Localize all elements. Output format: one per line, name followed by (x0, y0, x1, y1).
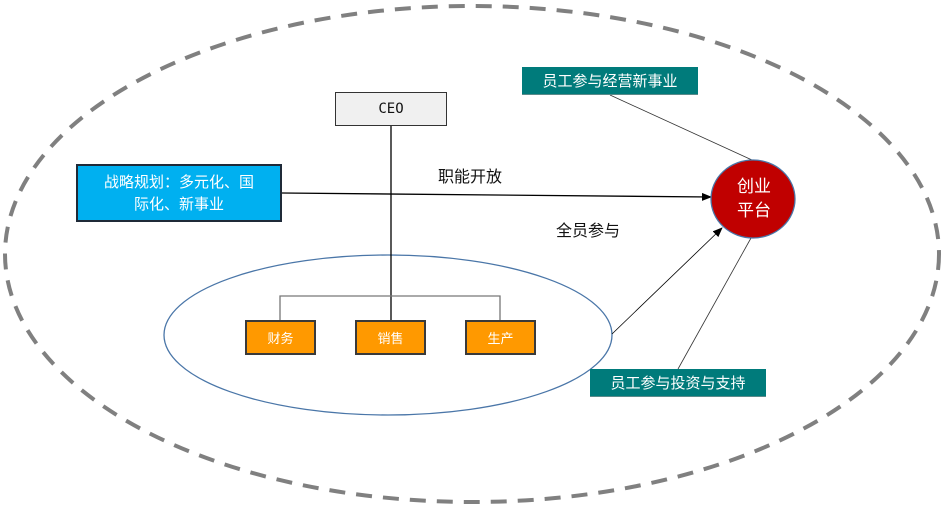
ceo-box: CEO (335, 92, 447, 126)
department-bracket (279, 295, 501, 320)
platform-circle (710, 159, 796, 239)
department-production: 生产 (465, 320, 536, 355)
department-label: 财务 (267, 332, 294, 347)
strategy-line-1: 战略规划：多元化、国 (103, 173, 254, 191)
new-business-connector (609, 94, 753, 161)
invest-support-connector (677, 237, 752, 370)
new-business-label: 员工参与经营新事业 (542, 72, 678, 90)
platform-line-1: 创业 (737, 177, 771, 197)
platform-label: 创业 平台 (711, 160, 797, 238)
department-finance: 财务 (245, 320, 316, 355)
department-group-ellipse (163, 254, 613, 416)
new-business-box: 员工参与经营新事业 (522, 67, 698, 95)
ceo-label: CEO (378, 101, 404, 117)
invest-support-box: 员工参与投资与支持 (590, 369, 766, 397)
function-open-arrow (281, 192, 712, 201)
strategy-box: 战略规划：多元化、国 际化、新事业 (76, 164, 282, 222)
function-open-label: 职能开放 (438, 167, 503, 186)
invest-support-label: 员工参与投资与支持 (610, 374, 746, 392)
strategy-line-2: 际化、新事业 (133, 195, 224, 213)
department-label: 生产 (487, 332, 514, 347)
all-participate-arrow (611, 227, 723, 335)
platform-line-2: 平台 (737, 201, 771, 221)
all-participate-label: 全员参与 (556, 221, 621, 240)
outer-boundary-ellipse (3, 4, 941, 504)
department-sales: 销售 (355, 320, 426, 355)
department-label: 销售 (377, 332, 404, 347)
